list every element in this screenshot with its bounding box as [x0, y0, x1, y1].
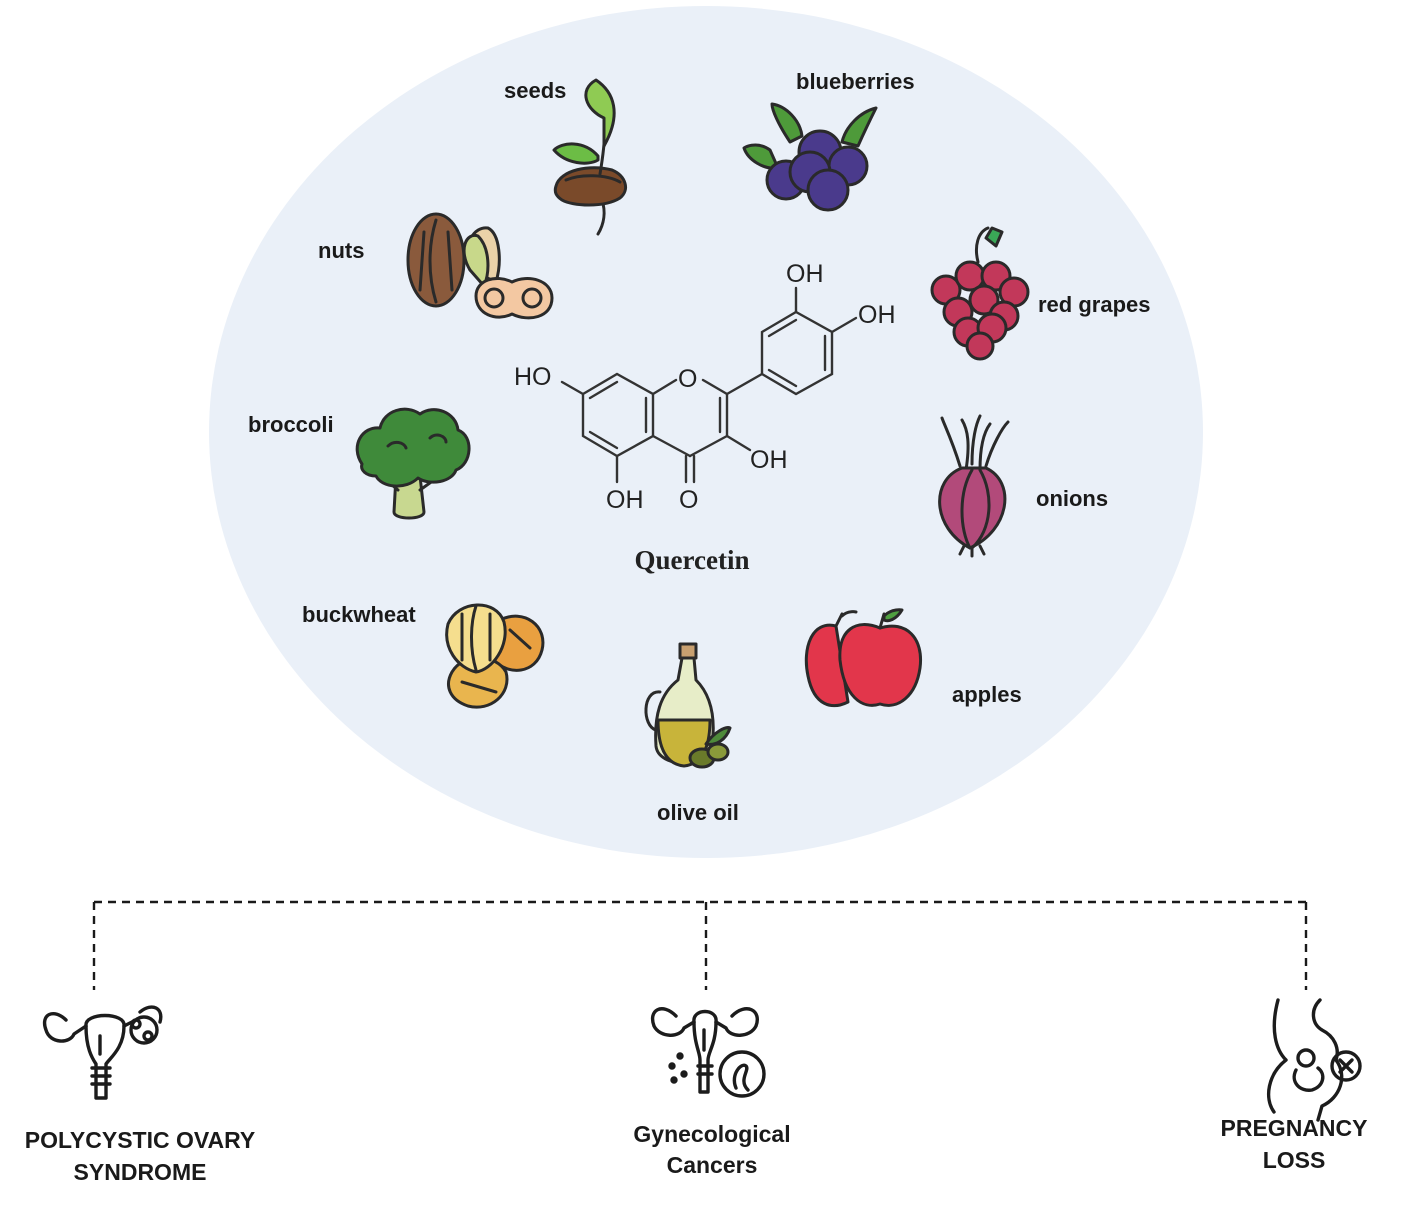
connector-lines: [92, 900, 1308, 990]
olive-oil-label: olive oil: [657, 800, 739, 825]
gyn-cancers-label-line1: Gynecological: [633, 1121, 790, 1147]
oh-mid-label: OH: [750, 446, 788, 474]
nuts-icon: [406, 212, 554, 320]
pregnancy-loss-label-line2: LOSS: [1263, 1147, 1326, 1173]
carbonyl-oxygen-label: O: [679, 486, 698, 514]
blueberries-icon: [742, 102, 878, 212]
pregnancy-loss-label-line1: PREGNANCY: [1221, 1115, 1368, 1141]
olive-oil-icon: [644, 642, 732, 769]
buckwheat-label: buckwheat: [302, 602, 416, 627]
seeds-label: seeds: [504, 78, 566, 103]
oh-right-label: OH: [858, 301, 896, 329]
uterus-polycystic-icon: [42, 1005, 163, 1100]
pcos-label-line2: SYNDROME: [74, 1159, 207, 1185]
quercetin-structure: OH OH HO O OH OH O Quercetin: [514, 260, 896, 575]
seeds-icon: [552, 78, 628, 236]
uterus-cancer-ribbon-icon: [650, 1007, 766, 1098]
blueberries-label: blueberries: [796, 69, 915, 94]
oh-top-label: OH: [786, 260, 824, 288]
ring-oxygen-label: O: [678, 365, 697, 393]
nuts-label: nuts: [318, 238, 364, 263]
molecule-name: Quercetin: [635, 545, 750, 575]
onions-label: onions: [1036, 486, 1108, 511]
broccoli-label: broccoli: [248, 412, 334, 437]
red-grapes-icon: [930, 226, 1030, 361]
buckwheat-icon: [445, 603, 545, 709]
apples-icon: [804, 608, 923, 707]
pcos-label-line1: POLYCYSTIC OVARY: [25, 1127, 255, 1153]
oh-bottom-label: OH: [606, 486, 644, 514]
red-grapes-label: red grapes: [1038, 292, 1151, 317]
gyn-cancers-label-line2: Cancers: [667, 1152, 758, 1178]
ho-left-label: HO: [514, 363, 552, 391]
pregnancy-loss-icon: [1266, 998, 1362, 1122]
broccoli-icon: [355, 407, 471, 520]
apples-label: apples: [952, 682, 1022, 707]
onions-icon: [938, 414, 1010, 558]
